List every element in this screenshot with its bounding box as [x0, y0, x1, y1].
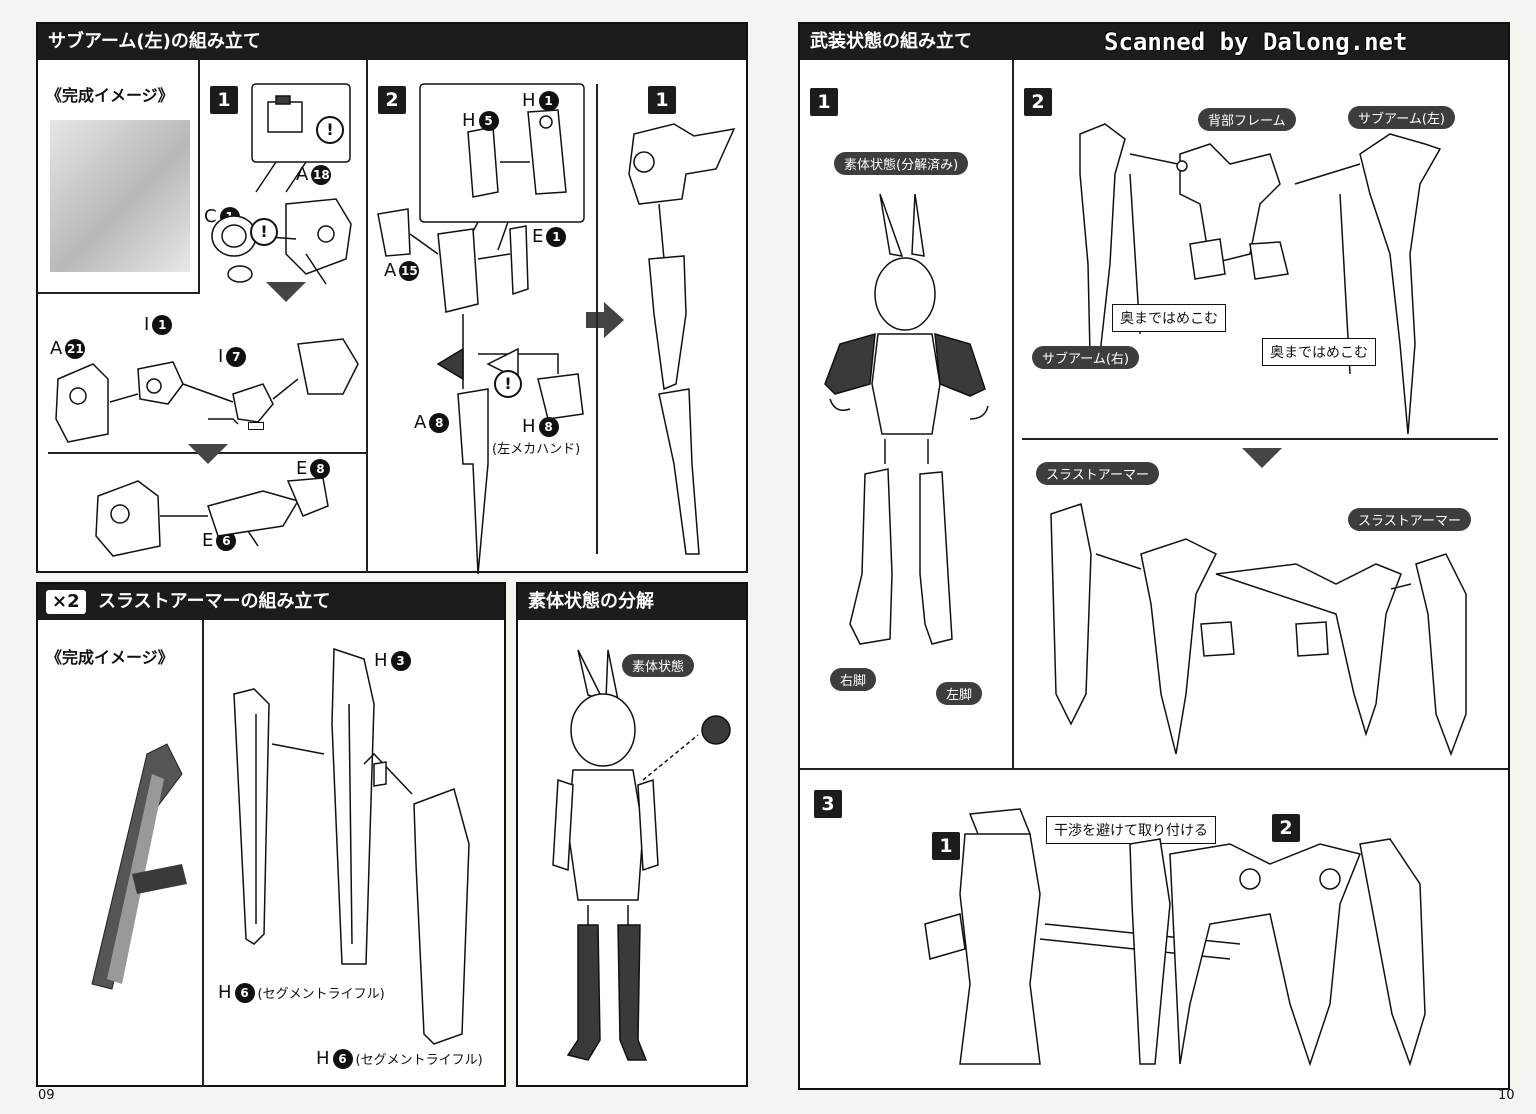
page-number-right: 10 — [1498, 1088, 1515, 1103]
thrust-armor-label-1: スラストアーマー — [1036, 462, 1159, 485]
thrust-armor-label-2: スラストアーマー — [1348, 508, 1471, 531]
step2-top-drawing — [1079, 123, 1442, 435]
step1-assembly-drawing — [55, 338, 359, 443]
ref-step-2-badge: 2 — [1272, 814, 1300, 842]
subarm-header: サブアーム(左)の組み立て — [38, 24, 746, 60]
callout-bubble — [419, 83, 585, 251]
note-turn-direction — [248, 422, 264, 430]
result-step-1-badge: 1 — [648, 86, 676, 114]
step1-final-drawing — [95, 477, 329, 557]
avoid-interference-note: 干渉を避けて取り付ける — [1046, 816, 1216, 844]
caution-icon: ! — [494, 370, 522, 398]
step2-drawing — [377, 208, 584, 575]
left-leg-label: 左脚 — [936, 682, 983, 705]
right-leg-label: 右脚 — [830, 668, 877, 691]
disassemble-section: 素体状態の分解 素体状態 — [516, 582, 748, 1087]
divider — [596, 84, 598, 554]
divider — [1022, 438, 1498, 440]
thrust-complete-caption: 《完成イメージ》 — [46, 648, 174, 667]
thrust-multiplier: ×2 — [46, 590, 86, 614]
body-state-disassembled-label: 素体状態(分解済み) — [834, 152, 969, 175]
insert-note-2: 奥まではめこむ — [1262, 338, 1376, 366]
thrust-title: スラストアーマーの組み立て — [98, 591, 331, 612]
disassemble-header: 素体状態の分解 — [518, 584, 746, 620]
step-2-badge: 2 — [1024, 88, 1052, 116]
body-state-label: 素体状態 — [622, 654, 695, 677]
subarm-right-label: サブアーム(右) — [1032, 346, 1139, 369]
step2-bottom-drawing — [1050, 503, 1467, 757]
divider — [1012, 60, 1014, 770]
part-h6-label-a: (セグメントライフル) — [257, 987, 385, 1002]
body-figure-drawing — [552, 649, 731, 1061]
thrust-header: スラストアーマーの組み立て — [38, 584, 504, 620]
down-arrow-icon — [1242, 448, 1282, 468]
step-3-badge: 3 — [814, 790, 842, 818]
part-h8-label: (左メカハンド) — [492, 442, 581, 457]
divider — [366, 60, 368, 573]
step-2-badge: 2 — [378, 86, 406, 114]
part-h6-label-b: (セグメントライフル) — [355, 1053, 483, 1068]
down-arrow-icon — [266, 282, 306, 302]
step-1-badge: 1 — [810, 88, 838, 116]
subarm-section: サブアーム(左)の組み立て 《完成イメージ》 1 ! A18 C1 ! A21 … — [36, 22, 748, 575]
ref-step-1-badge: 1 — [932, 832, 960, 860]
step3-drawing — [924, 808, 1426, 1067]
step1-parts-drawing — [211, 198, 352, 285]
subarm-left-label: サブアーム(左) — [1348, 106, 1455, 129]
caution-icon: ! — [250, 218, 278, 246]
thrust-assembly-drawing — [233, 647, 470, 1045]
insert-note-1: 奥まではめこむ — [1112, 304, 1226, 332]
watermark: Scanned by Dalong.net — [1104, 28, 1408, 56]
step-1-badge: 1 — [210, 86, 238, 114]
subarm-result-drawing — [628, 123, 736, 555]
right-arrow-icon — [586, 302, 624, 338]
divider — [198, 60, 200, 294]
divider — [38, 292, 200, 294]
caution-icon: ! — [316, 116, 344, 144]
page-number-left: 09 — [38, 1088, 55, 1103]
armed-section: 武装状態の組み立て Scanned by Dalong.net 1 素体状態(分… — [798, 22, 1510, 1090]
subarm-complete-caption: 《完成イメージ》 — [46, 86, 174, 105]
divider — [202, 620, 204, 1087]
armed-header: 武装状態の組み立て — [800, 24, 1508, 60]
thrust-complete-photo — [91, 743, 187, 990]
subarm-complete-photo — [50, 120, 190, 272]
divider — [800, 768, 1508, 770]
down-arrow-icon — [188, 444, 228, 464]
back-frame-label: 背部フレーム — [1198, 108, 1296, 131]
disassembled-body-drawing — [824, 193, 989, 645]
